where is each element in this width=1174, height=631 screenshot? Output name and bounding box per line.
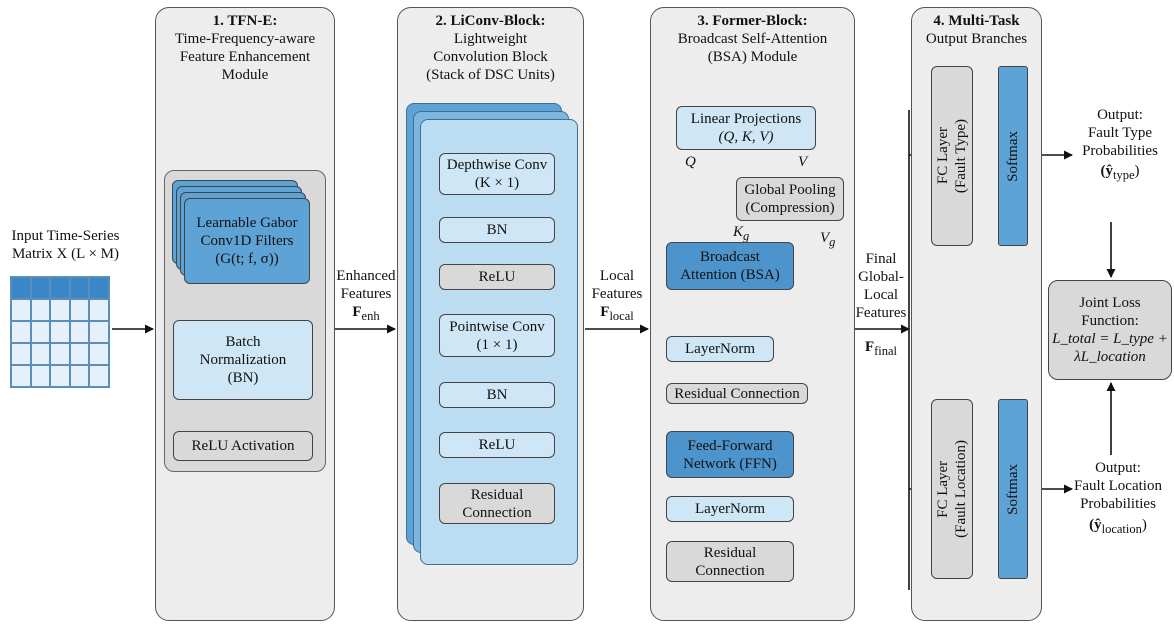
matrix-cell: [89, 299, 109, 321]
panel-liconv-sub1: Lightweight: [453, 31, 528, 47]
matrix-cell: [89, 321, 109, 343]
matrix-cell: [11, 277, 31, 299]
matrix-cell: [11, 343, 31, 365]
softmax-box-type: Softmax: [998, 66, 1028, 246]
depthwise-conv-box: Depthwise Conv (K × 1): [439, 153, 555, 195]
relu-box-a: ReLU: [439, 264, 555, 290]
matrix-cell: [30, 299, 51, 321]
bn-box-a: BN: [439, 217, 555, 243]
matrix-cell: [30, 343, 51, 365]
panel-former-title: 3. Former-Block:: [697, 13, 808, 29]
matrix-cell: [11, 299, 31, 321]
softmax-box-location: Softmax: [998, 399, 1028, 579]
matrix-cell: [69, 299, 90, 321]
panel-liconv-title: 2. LiConv-Block:: [435, 13, 546, 29]
out-type-line2: Fault Type: [1087, 125, 1153, 141]
matrix-cell: [30, 321, 51, 343]
local-label-line2: Features: [591, 286, 643, 302]
v-label: V: [798, 154, 808, 170]
fc-layer-fault-location: FC Layer(Fault Location): [931, 399, 973, 579]
out-type-symbol: (ŷtype): [1100, 163, 1140, 182]
out-type-line3: Probabilities: [1082, 143, 1158, 159]
matrix-cell: [69, 365, 90, 387]
out-loc-line2: Fault Location: [1074, 478, 1162, 494]
layernorm-box-1: LayerNorm: [666, 336, 774, 362]
panel-multitask-sub1: Output Branches: [925, 31, 1028, 47]
matrix-cell: [89, 365, 109, 387]
final-label-line4: Features: [855, 305, 907, 321]
panel-former-block: 3. Former-Block: Broadcast Self-Attentio…: [650, 7, 855, 621]
matrix-cell: [69, 321, 90, 343]
local-label-line1: Local: [599, 268, 635, 284]
final-label-line1: Final: [865, 251, 897, 267]
panel-tfn-e-sub3: Module: [221, 67, 269, 83]
bn-box-b: BN: [439, 382, 555, 408]
panel-tfn-e-sub1: Time-Frequency-aware: [174, 31, 316, 47]
panel-former-sub2: (BSA) Module: [707, 49, 798, 65]
matrix-cell: [89, 277, 109, 299]
local-symbol: Flocal: [600, 304, 634, 323]
enh-symbol: Fenh: [352, 304, 380, 323]
matrix-cell: [50, 321, 70, 343]
matrix-cell: [89, 343, 109, 365]
enh-label-line1: Enhanced: [336, 268, 396, 284]
out-type-line1: Output:: [1097, 107, 1143, 123]
broadcast-attention-box: Broadcast Attention (BSA): [666, 242, 794, 290]
out-loc-line3: Probabilities: [1080, 496, 1156, 512]
input-label-line2: Matrix X (L × M): [11, 246, 120, 262]
panel-liconv-sub3: (Stack of DSC Units): [426, 67, 555, 83]
relu-box-b: ReLU: [439, 432, 555, 458]
panel-tfn-e-title: 1. TFN-E:: [212, 13, 278, 29]
matrix-cell: [69, 277, 90, 299]
layernorm-box-2: LayerNorm: [666, 496, 794, 522]
enh-label-line2: Features: [340, 286, 392, 302]
fc-layer-fault-type: FC Layer(Fault Type): [931, 66, 973, 246]
matrix-cell: [30, 277, 51, 299]
panel-liconv-sub2: Convolution Block: [433, 49, 548, 65]
matrix-cell: [11, 321, 31, 343]
final-label-line3: Local: [863, 287, 899, 303]
batch-norm-box: Batch Normalization (BN): [173, 320, 313, 400]
matrix-cell: [30, 365, 51, 387]
out-loc-line1: Output:: [1095, 460, 1141, 476]
input-matrix: [10, 276, 110, 388]
matrix-cell: [50, 299, 70, 321]
q-label: Q: [685, 154, 696, 170]
matrix-cell: [50, 277, 70, 299]
residual-connection-box-final: Residual Connection: [666, 541, 794, 582]
residual-connection-box-former: Residual Connection: [666, 383, 808, 404]
matrix-cell: [11, 365, 31, 387]
out-loc-symbol: (ŷlocation): [1089, 517, 1147, 536]
joint-loss-box: Joint Loss Function: L_total = L_type + …: [1048, 280, 1172, 380]
input-label-line1: Input Time-Series: [11, 228, 120, 244]
residual-connection-box-liconv: Residual Connection: [439, 483, 555, 524]
matrix-cell: [50, 343, 70, 365]
vg-label: Vg: [820, 230, 836, 249]
panel-tfn-e-sub2: Feature Enhancement: [179, 49, 311, 65]
panel-former-sub1: Broadcast Self-Attention: [677, 31, 828, 47]
final-label-line2: Global-: [858, 269, 904, 285]
global-pooling-box: Global Pooling (Compression): [736, 177, 844, 221]
final-symbol: Ffinal: [864, 339, 898, 358]
matrix-cell: [69, 343, 90, 365]
relu-activation-box: ReLU Activation: [173, 431, 313, 461]
kg-label: Kg: [733, 224, 750, 243]
feed-forward-box: Feed-Forward Network (FFN): [666, 431, 794, 478]
pointwise-conv-box: Pointwise Conv (1 × 1): [439, 314, 555, 357]
panel-multitask-title: 4. Multi-Task: [933, 13, 1020, 29]
matrix-cell: [50, 365, 70, 387]
gabor-filter-box: Learnable Gabor Conv1D Filters (G(t; f, …: [184, 198, 310, 284]
linear-projections-box: Linear Projections (Q, K, V): [676, 106, 816, 150]
